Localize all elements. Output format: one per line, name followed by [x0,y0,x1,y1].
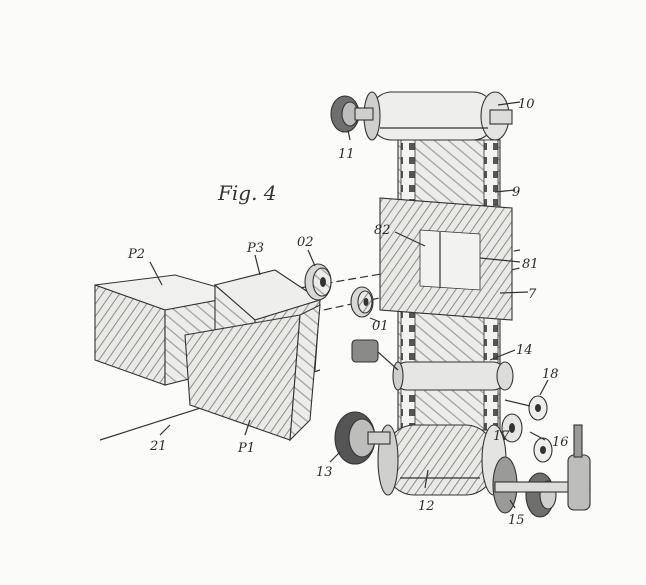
label-10: 10 [518,97,535,112]
label-14: 14 [516,343,533,358]
top-roller-10 [363,91,513,141]
film-gate-plate-7 [379,197,513,321]
label-15: 15 [508,513,525,528]
label-9: 9 [512,185,520,200]
label-11: 11 [338,147,355,162]
lower-roller-14 [392,361,514,391]
label-7: 7 [528,287,537,302]
gear-17 [501,413,523,443]
gear-18 [504,395,548,421]
label-p1: P1 [237,441,255,456]
gear-15 [492,456,591,518]
figure-title: Fig. 4 [217,181,277,205]
leader-lines [149,101,549,509]
label-p2: P2 [127,247,145,262]
lens-01 [350,286,374,318]
label-17: 17 [493,429,510,444]
drum-12 [377,424,507,496]
label-82: 82 [374,223,391,238]
gear-16 [533,437,553,463]
label-16: 16 [552,435,569,450]
label-18: 18 [542,367,559,382]
knob-13 [334,411,391,465]
label-02: 02 [297,235,314,250]
lens-02 [304,263,332,301]
label-21: 21 [149,439,167,454]
label-01: 01 [372,319,389,334]
label-81: 81 [522,257,539,272]
label-p3: P3 [246,241,264,256]
drive-shaft-assembly [567,424,591,511]
label-13: 13 [316,465,333,480]
clamp-bracket [351,339,399,371]
prism-p1 [184,304,321,442]
label-12: 12 [418,499,435,514]
knob-11 [330,95,374,133]
